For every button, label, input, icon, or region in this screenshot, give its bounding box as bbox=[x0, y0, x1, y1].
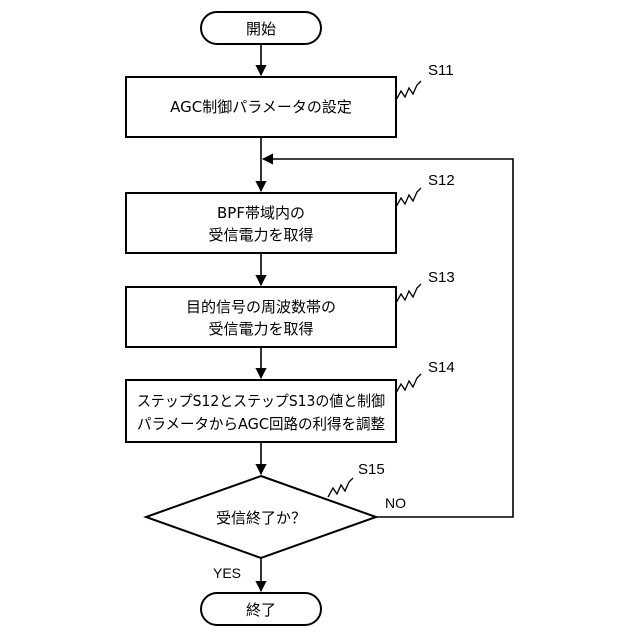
callout-squiggle-s12 bbox=[396, 188, 421, 207]
callout-squiggle-s14 bbox=[396, 374, 421, 393]
process-box-s12-shape bbox=[126, 193, 396, 253]
branch-label-yes: YES bbox=[213, 565, 241, 581]
process-box-s11: AGC制御パラメータの設定 bbox=[126, 77, 396, 137]
callout-squiggle-s11 bbox=[396, 81, 421, 100]
end-label: 終了 bbox=[246, 601, 276, 619]
process-text-s12-line2: 受信電力を取得 bbox=[208, 226, 313, 244]
process-box-s12: BPF帯域内の 受信電力を取得 bbox=[126, 193, 396, 253]
process-box-s13-shape bbox=[126, 287, 396, 347]
process-text-s13-line1: 目的信号の周波数帯の bbox=[186, 298, 336, 316]
process-box-s13: 目的信号の周波数帯の 受信電力を取得 bbox=[126, 287, 396, 347]
step-label-s12: S12 bbox=[428, 172, 455, 189]
process-text-s14-line1: ステップS12とステップS13の値と制御 bbox=[137, 392, 385, 410]
start-terminal: 開始 bbox=[201, 12, 321, 44]
step-label-s14: S14 bbox=[428, 359, 455, 376]
process-text-s14-line2: パラメータからAGC回路の利得を調整 bbox=[137, 415, 385, 433]
process-text-s11-line1: AGC制御パラメータの設定 bbox=[170, 98, 352, 116]
step-label-s15: S15 bbox=[358, 461, 385, 478]
step-label-s13: S13 bbox=[428, 269, 455, 286]
end-terminal: 終了 bbox=[201, 593, 321, 625]
process-text-s12-line1: BPF帯域内の bbox=[217, 204, 305, 222]
callout-squiggle-s15 bbox=[328, 478, 353, 497]
process-box-s14: ステップS12とステップS13の値と制御 パラメータからAGC回路の利得を調整 bbox=[126, 380, 396, 442]
decision-text-s15: 受信終了か？ bbox=[216, 509, 306, 527]
step-label-s11: S11 bbox=[428, 62, 454, 79]
callout-squiggle-s13 bbox=[396, 284, 421, 303]
decision-s15: 受信終了か？ bbox=[146, 476, 376, 558]
branch-label-no: NO bbox=[385, 495, 406, 511]
process-text-s13-line2: 受信電力を取得 bbox=[208, 320, 313, 338]
start-label: 開始 bbox=[246, 20, 276, 38]
